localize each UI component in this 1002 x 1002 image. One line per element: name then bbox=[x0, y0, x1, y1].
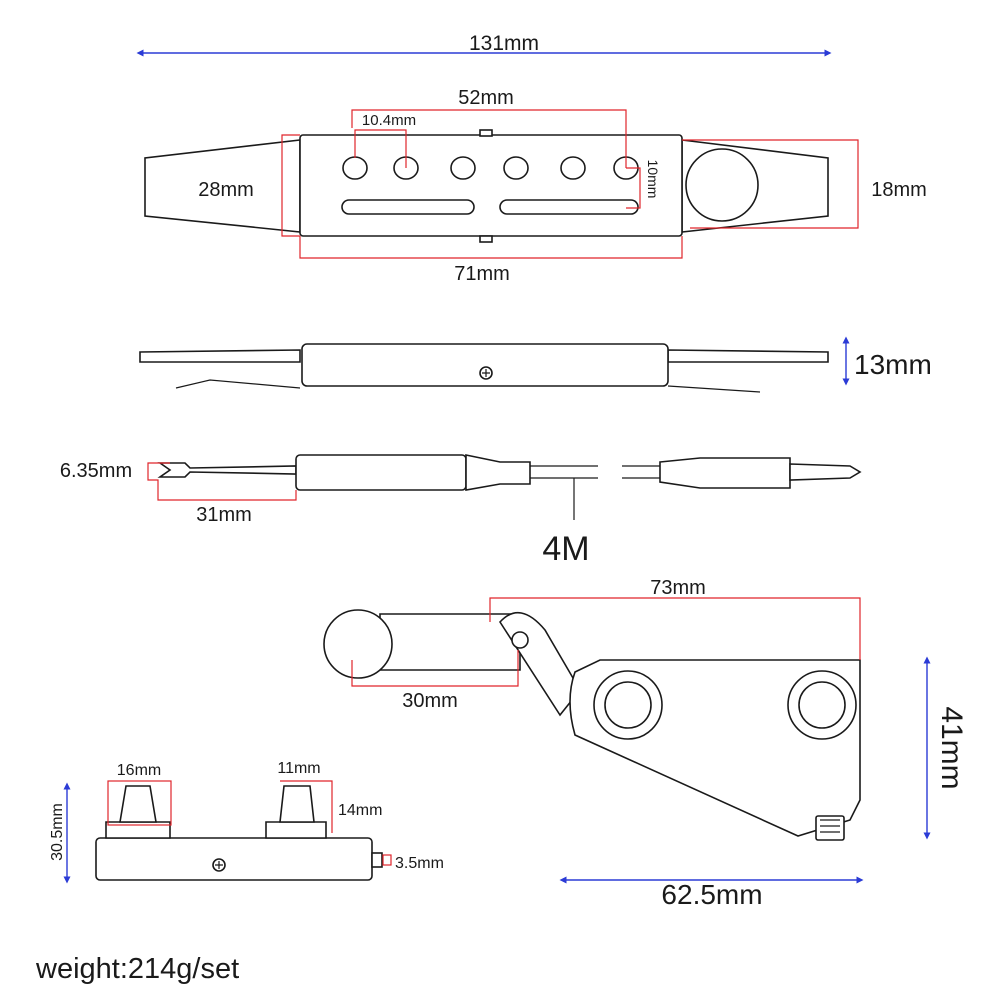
pole-hole bbox=[560, 156, 586, 180]
jack-dimension bbox=[382, 854, 392, 866]
side-right-tongue bbox=[667, 349, 829, 363]
battery-holder-arm bbox=[379, 613, 521, 671]
pivot-hole bbox=[511, 631, 529, 649]
weight-label: weight:214g/set bbox=[35, 953, 239, 985]
end-pin-jack-plate: 73mm 30mm 41mm 62.5mm bbox=[323, 577, 968, 910]
pickup-side-view: 13mm bbox=[139, 336, 932, 393]
knob-small-icon bbox=[279, 785, 315, 823]
knob-height-label: 14mm bbox=[338, 802, 382, 819]
body-length-label: 71mm bbox=[454, 263, 510, 285]
hole-height-label: 10mm bbox=[645, 160, 661, 199]
pickup-top-view: 131mm 52mm 10.4mm 10mm 28mm 18m bbox=[136, 32, 927, 285]
plate-length-label: 73mm bbox=[650, 577, 706, 599]
plate-height-label: 41mm bbox=[935, 706, 968, 789]
side-height-label: 13mm bbox=[854, 349, 932, 380]
mount-hole-left bbox=[604, 681, 652, 729]
arm-dimension bbox=[351, 650, 519, 687]
plug-strain-relief bbox=[465, 454, 531, 491]
knob-small-base bbox=[265, 821, 327, 839]
pole-hole bbox=[503, 156, 529, 180]
small-plug-body bbox=[659, 457, 791, 489]
knob-small-dimension bbox=[280, 780, 333, 833]
battery-holder-cap bbox=[323, 609, 393, 679]
side-cable-right bbox=[667, 385, 761, 393]
knob-large-label: 16mm bbox=[117, 762, 161, 779]
slot-right bbox=[499, 199, 639, 215]
side-body bbox=[301, 343, 669, 387]
plug-diameter-label: 6.35mm bbox=[60, 460, 132, 482]
preamp-control-unit: 16mm 11mm 14mm 3.5mm 30.5mm bbox=[49, 760, 444, 884]
end-width-dimension bbox=[682, 139, 859, 229]
slot-left bbox=[341, 199, 475, 215]
knob-large-dimension bbox=[107, 780, 172, 826]
hole-span-label: 52mm bbox=[458, 87, 514, 109]
small-jack-plug bbox=[789, 463, 862, 481]
preamp-body bbox=[95, 837, 373, 881]
knob-small-label: 11mm bbox=[277, 760, 320, 777]
overall-length-label: 131mm bbox=[469, 32, 539, 55]
body-width-dimension bbox=[281, 134, 300, 237]
arm-length-label: 30mm bbox=[402, 690, 458, 712]
hole-pitch-dimension bbox=[354, 129, 407, 168]
knob-large-icon bbox=[119, 785, 157, 823]
plate-length-dimension bbox=[489, 597, 861, 660]
hole-span-dimension bbox=[351, 109, 627, 168]
plug-dimension bbox=[147, 462, 297, 501]
preamp-height-label: 30.5mm bbox=[49, 803, 66, 861]
plug-sleeve bbox=[295, 454, 467, 491]
mount-hole-right bbox=[798, 681, 846, 729]
bottom-tab bbox=[479, 235, 493, 243]
top-tab bbox=[479, 129, 493, 137]
side-left-tongue bbox=[139, 349, 301, 363]
body-width-label: 28mm bbox=[198, 179, 254, 201]
hole-pitch-label: 10.4mm bbox=[362, 112, 416, 129]
jack-size-label: 3.5mm bbox=[395, 855, 444, 872]
pole-hole bbox=[450, 156, 476, 180]
jack-socket bbox=[815, 815, 845, 841]
cable-length-label: 4M bbox=[542, 530, 589, 568]
body-length-dimension bbox=[299, 236, 683, 259]
plate-width-label: 62.5mm bbox=[661, 879, 762, 910]
hole-height-dimension bbox=[626, 167, 641, 209]
pole-holes bbox=[342, 156, 639, 180]
side-cable-left bbox=[175, 379, 301, 389]
pickup-body bbox=[299, 134, 683, 237]
end-width-label: 18mm bbox=[871, 179, 927, 201]
pole-hole bbox=[342, 156, 368, 180]
large-jack-plug bbox=[157, 462, 297, 478]
output-cable: 6.35mm 31mm 4M bbox=[60, 454, 862, 568]
mini-jack-socket bbox=[371, 852, 383, 868]
round-end-cap bbox=[685, 148, 759, 222]
plug-length-label: 31mm bbox=[196, 504, 252, 526]
